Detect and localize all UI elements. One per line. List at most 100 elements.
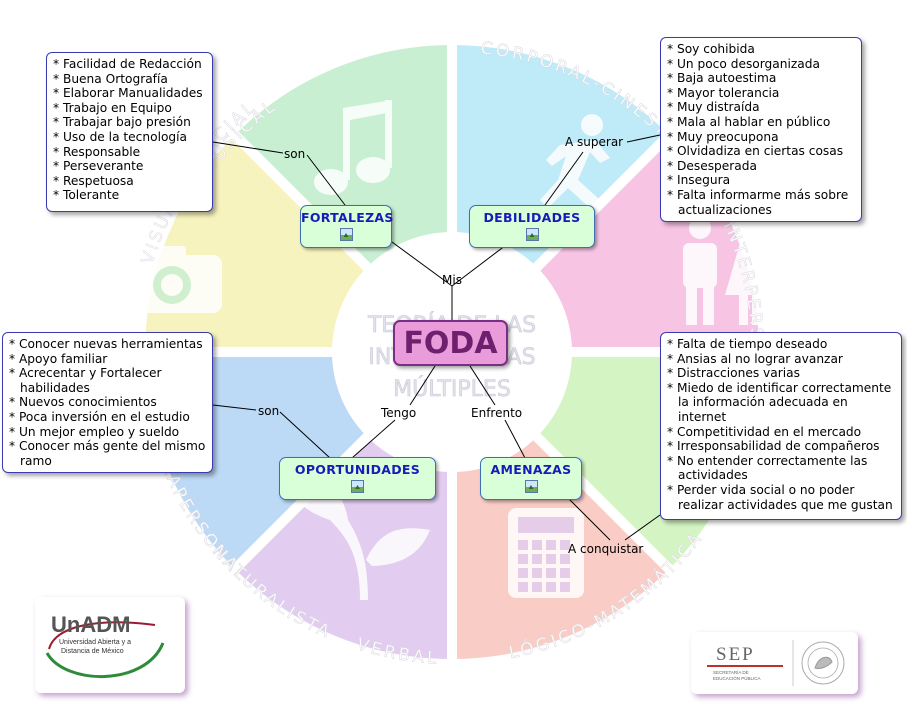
debilidades-box: Soy cohibidaUn poco desorganizadaBaja au… [660, 37, 862, 222]
wheel-center-line-3: MÚLTIPLES [393, 376, 511, 402]
fortalezas-item: Facilidad de Redacción [53, 57, 206, 72]
debilidades-list: Soy cohibidaUn poco desorganizadaBaja au… [667, 42, 855, 217]
unadm-line1: Universidad Abierta y a [59, 639, 131, 646]
image-icon[interactable] [339, 228, 353, 241]
fortalezas-item: Tolerante [53, 188, 206, 203]
unadm-line2: Distancia de México [61, 648, 124, 655]
amenazas-item: No entender correctamente las actividade… [667, 454, 895, 483]
amenazas-node[interactable]: AMENAZAS [480, 457, 582, 500]
calculator-key [560, 554, 570, 564]
oportunidades-item: Acrecentar y Fortalecer habilidades [9, 366, 206, 395]
debilidades-item: Muy preocupona [667, 130, 855, 145]
calculator-key [546, 582, 556, 592]
debilidades-item: Mayor tolerancia [667, 86, 855, 101]
amenazas-list: Falta de tiempo deseadoAnsias al no logr… [667, 337, 895, 512]
connector-lines [212, 134, 661, 541]
image-icon[interactable] [351, 480, 364, 493]
fortalezas-box: Facilidad de RedacciónBuena OrtografíaEl… [46, 52, 213, 212]
connector-son-oportunidades: son [258, 404, 280, 418]
calculator-key [518, 554, 528, 564]
amenazas-item: Falta de tiempo deseado [667, 337, 895, 352]
calculator-key [560, 540, 570, 550]
sep-line1: SECRETARÍA DE [713, 669, 749, 675]
debilidades-item: Soy cohibida [667, 42, 855, 57]
debilidades-label: DEBILIDADES [483, 210, 581, 225]
amenazas-item: Perder vida social o no poder realizar a… [667, 483, 895, 512]
oportunidades-item: Conocer nuevas herramientas [9, 337, 206, 352]
oportunidades-item: Nuevos conocimientos [9, 395, 206, 410]
amenazas-item: Competitividad en el mercado [667, 425, 895, 440]
connector-son-fortalezas: son [284, 147, 306, 161]
oportunidades-box: Conocer nuevas herramientasApoyo familia… [2, 332, 213, 473]
calculator-key [532, 582, 542, 592]
debilidades-item: Desesperada [667, 159, 855, 174]
fortalezas-item: Responsable [53, 145, 206, 160]
music-note-icon [314, 100, 392, 195]
segment-icons [122, 100, 775, 600]
debilidades-item: Falta informarme más sobre actualizacion… [667, 188, 855, 217]
oportunidades-item: Apoyo familiar [9, 352, 206, 367]
calculator-key [560, 568, 570, 578]
calculator-key [546, 540, 556, 550]
amenazas-box: Falta de tiempo deseadoAnsias al no logr… [660, 332, 902, 520]
calculator-key [518, 582, 528, 592]
oportunidades-item: Poca inversión en el estudio [9, 410, 206, 425]
image-icon[interactable] [524, 480, 538, 493]
amenazas-item: Distracciones varias [667, 366, 895, 381]
leaf-icon [291, 470, 430, 600]
calculator-key [518, 540, 528, 550]
foda-center-node[interactable]: FODA [393, 320, 508, 366]
debilidades-node[interactable]: DEBILIDADES [469, 205, 595, 248]
fortalezas-item: Uso de la tecnología [53, 130, 206, 145]
connector-a-superar: A superar [565, 135, 624, 149]
fortalezas-item: Perseverante [53, 159, 206, 174]
connector-enfrento: Enfrento [471, 406, 523, 420]
image-icon[interactable] [525, 228, 539, 241]
mexico-seal-icon [801, 641, 845, 685]
fortalezas-item: Elaborar Manualidades [53, 86, 206, 101]
calculator-key [560, 582, 570, 592]
calculator-key [518, 568, 528, 578]
oportunidades-list: Conocer nuevas herramientasApoyo familia… [9, 337, 206, 468]
fortalezas-label: FORTALEZAS [301, 210, 394, 225]
fortalezas-item: Trabajar bajo presión [53, 115, 206, 130]
unadm-logo-card: UnADM Universidad Abierta y a Distancia … [35, 597, 185, 693]
debilidades-item: Baja autoestima [667, 71, 855, 86]
unadm-name: UnADM [51, 612, 130, 637]
oportunidades-item: Conocer más gente del mismo ramo [9, 439, 206, 468]
connector-mis: Mis [442, 273, 462, 287]
calculator-key [532, 568, 542, 578]
amenazas-item: Irresponsabilidad de compañeros [667, 439, 895, 454]
debilidades-item: Mala al hablar en público [667, 115, 855, 130]
sep-name: SEP [716, 644, 755, 665]
oportunidades-node[interactable]: OPORTUNIDADES [279, 457, 436, 500]
fortalezas-node[interactable]: FORTALEZAS [300, 205, 394, 248]
connector-tengo: Tengo [381, 406, 417, 420]
oportunidades-item: Un mejor empleo y sueldo [9, 425, 206, 440]
amenazas-item: Miedo de identificar correctamente la in… [667, 381, 895, 425]
debilidades-item: Muy distraída [667, 100, 855, 115]
amenazas-item: Ansias al no lograr avanzar [667, 352, 895, 367]
calculator-key [546, 568, 556, 578]
calculator-key [532, 554, 542, 564]
fortalezas-item: Respetuosa [53, 174, 206, 189]
sep-line2: EDUCACIÓN PÚBLICA [713, 675, 761, 681]
debilidades-item: Olvidadiza en ciertas cosas [667, 144, 855, 159]
people-icon [683, 217, 775, 325]
sep-logo: SEP SECRETARÍA DE EDUCACIÓN PÚBLICA [707, 640, 845, 686]
calculator-key [532, 540, 542, 550]
calculator-key [546, 554, 556, 564]
camera-icon [122, 246, 222, 313]
sep-logo-card: SEP SECRETARÍA DE EDUCACIÓN PÚBLICA [691, 632, 858, 694]
oportunidades-label: OPORTUNIDADES [294, 462, 421, 477]
connector-a-conquistar: A conquistar [568, 542, 644, 556]
unadm-logo: UnADM Universidad Abierta y a Distancia … [45, 612, 165, 679]
runner-icon [540, 114, 610, 208]
calculator-icon [508, 508, 584, 598]
fortalezas-item: Trabajo en Equipo [53, 101, 206, 116]
debilidades-item: Insegura [667, 173, 855, 188]
fortalezas-item: Buena Ortografía [53, 72, 206, 87]
fortalezas-list: Facilidad de RedacciónBuena OrtografíaEl… [53, 57, 206, 203]
debilidades-item: Un poco desorganizada [667, 57, 855, 72]
